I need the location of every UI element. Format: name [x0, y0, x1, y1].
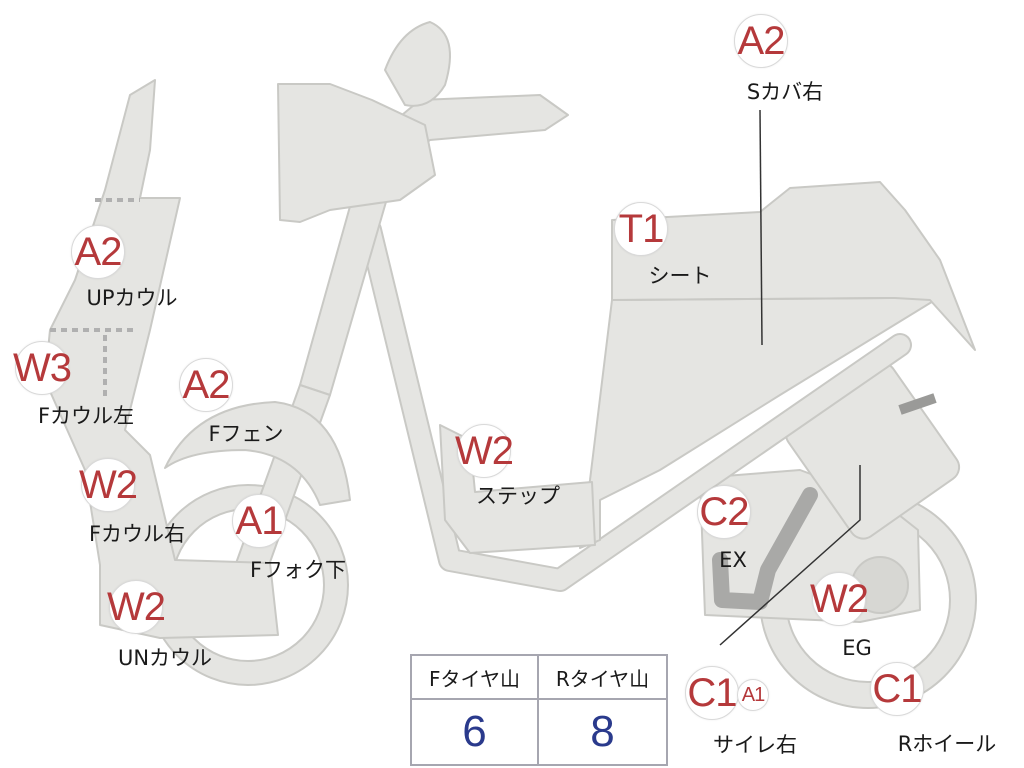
front-tire-tread-value: 6: [412, 700, 539, 764]
marker-step[interactable]: W2: [455, 424, 514, 478]
rear-tire-tread-value: 8: [590, 707, 615, 756]
marker-up-cowl[interactable]: A2: [71, 225, 125, 279]
label-un-cowl: UNカウル: [117, 646, 213, 670]
label-silencer-right: サイレ右: [713, 733, 797, 757]
marker-f-fork-lower[interactable]: A1: [232, 494, 286, 548]
label-f-cowl-right: Fカウル右: [88, 522, 186, 546]
label-step: ステップ: [476, 484, 560, 508]
label-f-fender: Fフェン: [208, 422, 284, 446]
label-s-cover-right: Sカバ右: [746, 80, 824, 104]
marker-r-wheel[interactable]: C1: [870, 662, 924, 716]
label-exhaust: EX: [719, 548, 747, 572]
marker-seat[interactable]: T1: [614, 202, 668, 256]
marker-engine[interactable]: W2: [810, 572, 869, 626]
label-r-wheel: Rホイール: [897, 732, 997, 756]
tire-tread-table: Fタイヤ山 Rタイヤ山 6 8: [410, 654, 668, 766]
exhaust-pipe-shape: [712, 487, 818, 610]
marker-un-cowl[interactable]: W2: [107, 580, 166, 634]
label-seat: シート: [648, 264, 712, 288]
marker-f-cowl-left[interactable]: W3: [13, 341, 72, 395]
marker-silencer-right[interactable]: C1: [685, 666, 739, 720]
headlight-shape: [277, 83, 436, 223]
label-f-fork-lower: Fフォク下: [249, 558, 347, 582]
front-fender-shape: [164, 401, 351, 506]
label-up-cowl: UPカウル: [86, 286, 178, 310]
marker-f-fender[interactable]: A2: [179, 358, 233, 412]
marker-f-cowl-right[interactable]: W2: [79, 458, 138, 512]
marker-exhaust[interactable]: C2: [697, 485, 751, 539]
rear-tire-tread-header: Rタイヤ山: [539, 656, 666, 700]
front-tire-tread-header: Fタイヤ山: [412, 656, 539, 700]
label-engine: EG: [842, 636, 872, 660]
marker-silencer-right-secondary[interactable]: A1: [737, 679, 769, 711]
label-f-cowl-left: Fカウル左: [37, 404, 135, 428]
marker-s-cover-right[interactable]: A2: [734, 14, 788, 68]
